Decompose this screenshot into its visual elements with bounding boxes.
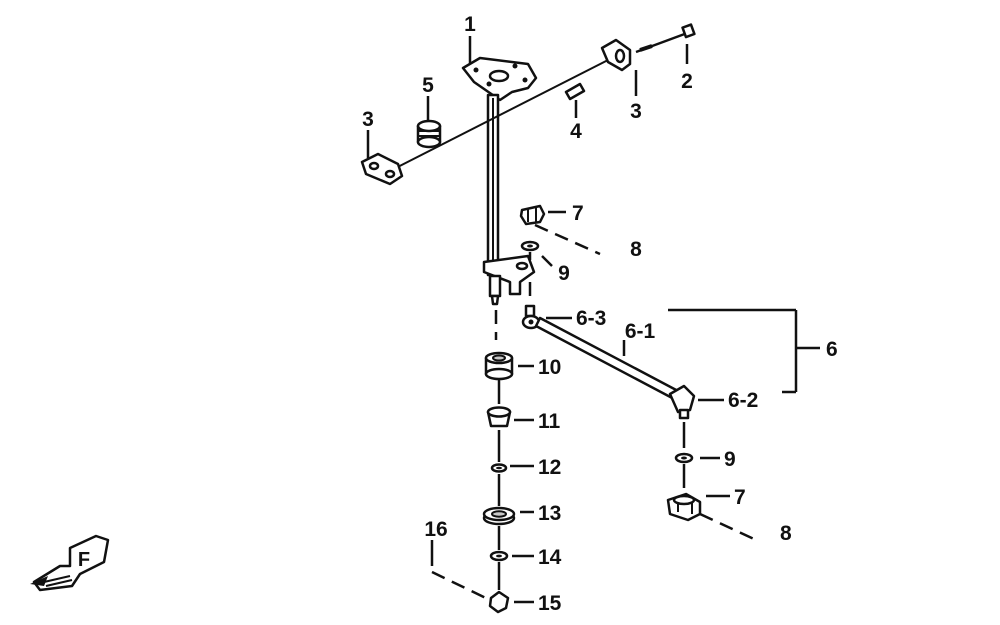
callout-12: 12 xyxy=(538,456,561,479)
washer-part-9-lower xyxy=(674,452,694,464)
tie-rod-assembly-part-6 xyxy=(521,304,696,420)
callout-1: 1 xyxy=(464,13,476,36)
castle-nut-part-7-upper xyxy=(519,204,546,226)
o-ring-part-12 xyxy=(490,463,508,473)
steering-shaft-part xyxy=(461,56,538,306)
spring-part-5 xyxy=(416,119,442,149)
front-badge-letter: F xyxy=(78,549,90,571)
callout-7-upper: 7 xyxy=(572,202,584,225)
pin-part-4 xyxy=(564,82,586,101)
bolt-part-2 xyxy=(635,23,696,54)
callout-13: 13 xyxy=(538,502,561,525)
front-direction-arrow-icon: F xyxy=(30,534,110,592)
callout-16: 16 xyxy=(424,518,447,541)
bushing-part-11 xyxy=(486,406,512,428)
cotter-pin-part-8-lower xyxy=(699,512,757,542)
callout-7-lower: 7 xyxy=(734,486,746,509)
callout-10: 10 xyxy=(538,356,561,379)
assembly-line-upper xyxy=(381,57,613,176)
castle-nut-part-7-lower xyxy=(666,492,702,522)
callout-8-upper: 8 xyxy=(630,238,642,261)
callout-14: 14 xyxy=(538,546,562,569)
callout-6-1: 6-1 xyxy=(625,320,656,343)
callout-5: 5 xyxy=(422,74,434,97)
callout-3-upper: 3 xyxy=(630,100,642,123)
washer-part-9-upper xyxy=(520,240,540,252)
callout-9-lower: 9 xyxy=(724,448,736,471)
callout-9-upper: 9 xyxy=(558,262,570,285)
callout-8-lower: 8 xyxy=(780,522,792,545)
nut-part-15 xyxy=(488,590,510,614)
clamp-part-3-upper xyxy=(600,38,632,72)
callout-6-2: 6-2 xyxy=(728,389,758,412)
callout-11: 11 xyxy=(538,410,561,433)
callout-6-3: 6-3 xyxy=(576,307,606,330)
bushing-part-10 xyxy=(484,351,514,381)
cotter-pin-part-8-upper xyxy=(534,223,601,256)
bearing-part-13 xyxy=(482,506,516,526)
callout-3-lower: 3 xyxy=(362,108,374,131)
callout-6: 6 xyxy=(826,338,838,361)
clamp-part-3-lower xyxy=(360,152,404,186)
callout-2: 2 xyxy=(681,70,693,93)
callout-4: 4 xyxy=(570,120,582,143)
callout-15: 15 xyxy=(538,592,562,615)
cotter-pin-part-16 xyxy=(431,570,491,602)
washer-part-14 xyxy=(489,550,509,562)
